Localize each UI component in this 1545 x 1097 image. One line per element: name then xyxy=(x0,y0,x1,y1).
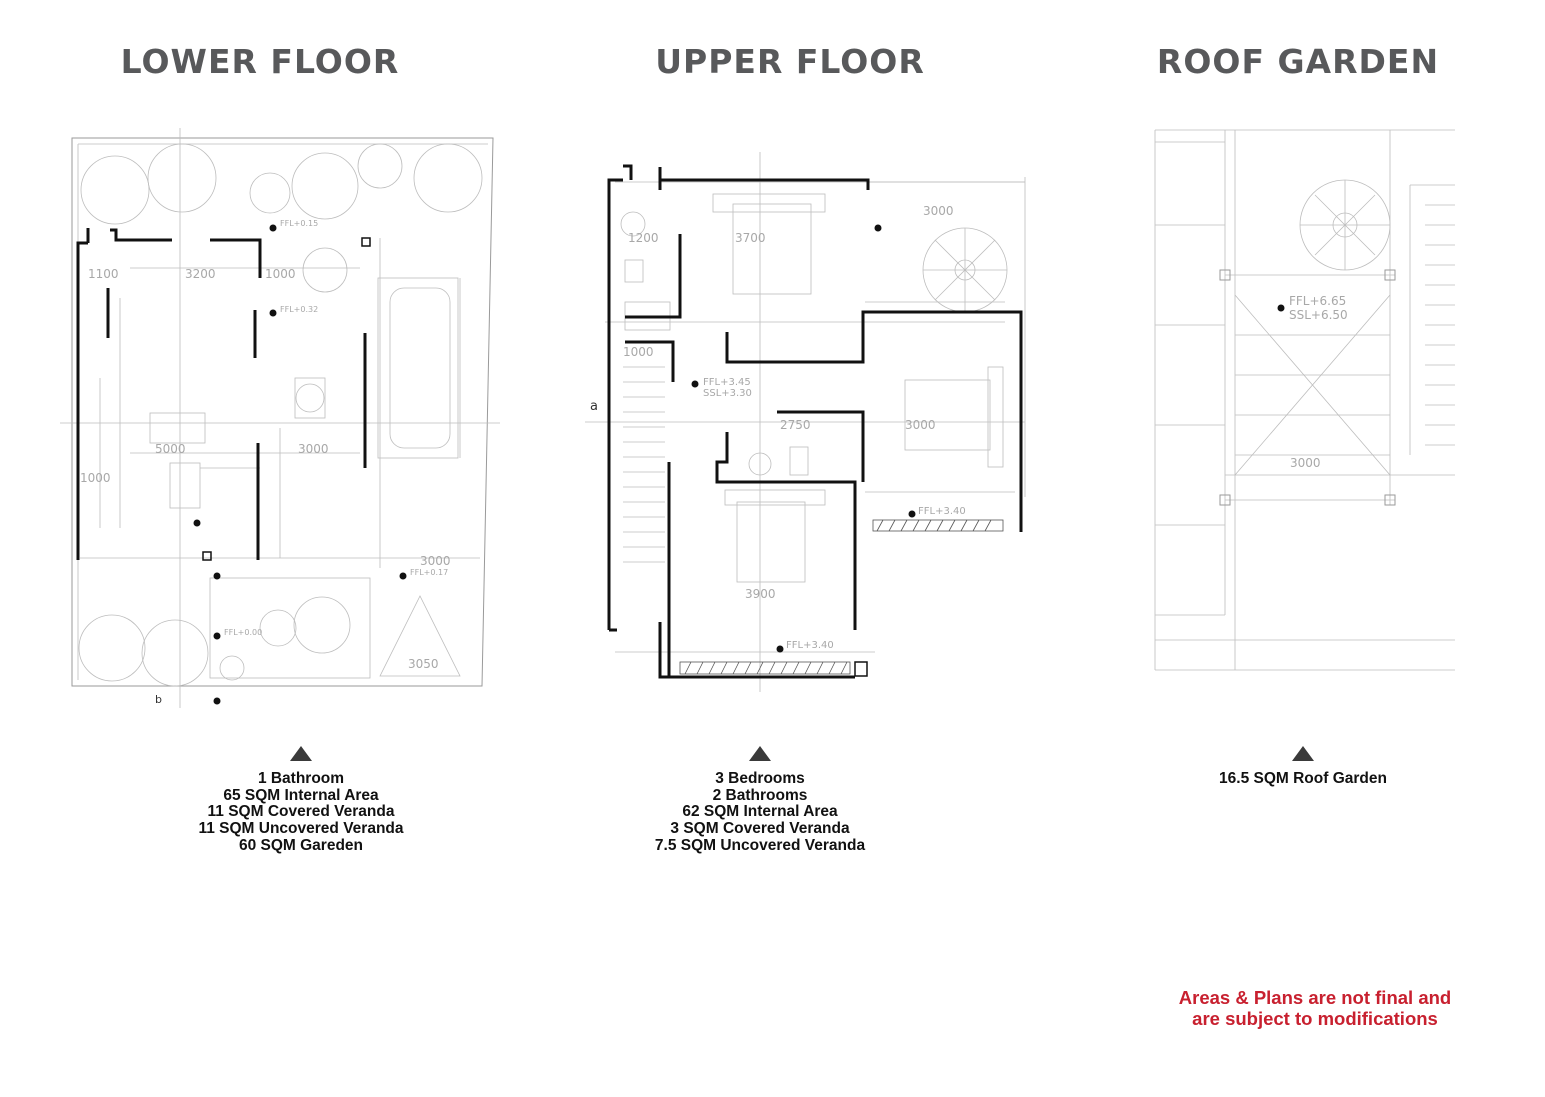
tree-icons-top xyxy=(80,143,483,293)
plan-label: 3000 xyxy=(1290,456,1321,470)
plan-label: FFL+6.65 xyxy=(1289,294,1346,308)
upper-floor-arrow-icon xyxy=(749,746,771,761)
plan-label: FFL+0.32 xyxy=(280,305,318,314)
feature-item: 65 SQM Internal Area xyxy=(223,786,379,804)
lower-floor-features: 1 Bathroom 65 SQM Internal Area 11 SQM C… xyxy=(141,770,461,855)
roof-garden-arrow-icon xyxy=(1292,746,1314,761)
feature-item: 16.5 SQM Roof Garden xyxy=(1219,770,1387,787)
balcony-hatch xyxy=(679,519,1004,675)
plan-label: 3200 xyxy=(185,267,216,281)
feature-item: 11 SQM Covered Veranda xyxy=(207,803,395,821)
plan-label: 1200 xyxy=(628,231,659,245)
feature-item: 1 Bathroom xyxy=(257,770,345,787)
roof-garden-title: ROOF GARDEN xyxy=(1156,42,1440,81)
upper-walls xyxy=(607,164,1023,679)
plan-label: FFL+3.45 xyxy=(703,377,751,388)
plan-label: 3000 xyxy=(420,554,451,568)
plan-label: 3900 xyxy=(745,587,776,601)
disclaimer-note: Areas & Plans are not final and are subj… xyxy=(1130,987,1500,1029)
plan-label: FFL+0.17 xyxy=(410,568,448,577)
lower-floor-plan: 3200 1000 5000 3000 3000 3050 1100 1000 … xyxy=(60,128,510,718)
feature-item: 7.5 SQM Uncovered Veranda xyxy=(654,836,866,854)
upper-floor-plan: 3700 1200 1000 3000 3000 2750 3900 FFL+3… xyxy=(585,152,1030,692)
plan-label: FFL+0.15 xyxy=(280,219,318,228)
feature-item: 62 SQM Internal Area xyxy=(682,803,838,821)
upper-floor-title: UPPER FLOOR xyxy=(655,42,925,81)
roof-garden-drawing: FFL+6.65 SSL+6.50 3000 xyxy=(1154,129,1455,671)
plan-label: SSL+6.50 xyxy=(1289,308,1348,322)
feature-item: 3 SQM Covered Veranda xyxy=(670,820,850,838)
plan-label: 3700 xyxy=(735,231,766,245)
upper-floor-drawing: 3700 1200 1000 3000 3000 2750 3900 FFL+3… xyxy=(585,152,1026,692)
plan-label: 1000 xyxy=(623,345,654,359)
plan-label: 3000 xyxy=(905,418,936,432)
lower-walls xyxy=(76,228,371,561)
plan-label: 2750 xyxy=(780,418,811,432)
tree-icons-bottom xyxy=(78,596,351,687)
section-marker-a: a xyxy=(590,399,598,414)
feature-item: 11 SQM Uncovered Veranda xyxy=(198,820,404,838)
roof-garden-features: 16.5 SQM Roof Garden xyxy=(1143,770,1463,788)
lower-floor-arrow-icon xyxy=(290,746,312,761)
lower-floor-drawing: 3200 1000 5000 3000 3000 3050 1100 1000 … xyxy=(60,128,500,708)
plan-label: FFL+0.00 xyxy=(224,628,262,637)
plan-label: FFL+3.40 xyxy=(918,506,966,517)
plan-label: 1000 xyxy=(80,471,111,485)
feature-item: 3 Bedrooms xyxy=(715,770,805,787)
section-marker-b: b xyxy=(155,693,162,706)
plan-label: 1100 xyxy=(88,267,119,281)
disclaimer-line: are subject to modifications xyxy=(1192,1008,1438,1029)
disclaimer-line: Areas & Plans are not final and xyxy=(1178,987,1452,1008)
plan-label: FFL+3.40 xyxy=(786,640,834,651)
lower-floor-title: LOWER FLOOR xyxy=(120,42,400,81)
plan-label: 3000 xyxy=(923,204,954,218)
plan-label: 1000 xyxy=(265,267,296,281)
plan-label: SSL+3.30 xyxy=(703,388,752,399)
upper-floor-features: 3 Bedrooms 2 Bathrooms 62 SQM Internal A… xyxy=(600,770,920,855)
feature-item: 2 Bathrooms xyxy=(712,786,808,804)
roof-garden-plan: FFL+6.65 SSL+6.50 3000 xyxy=(1150,125,1460,675)
plan-label: 3000 xyxy=(298,442,329,456)
feature-item: 60 SQM Gareden xyxy=(238,836,364,854)
plan-label: 5000 xyxy=(155,442,186,456)
plan-label: 3050 xyxy=(408,657,439,671)
